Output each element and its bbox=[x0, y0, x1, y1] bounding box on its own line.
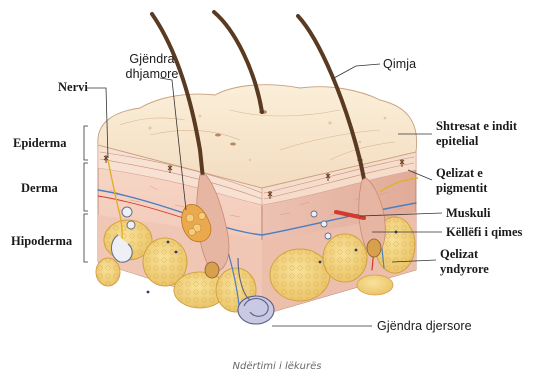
label-hair-follicle: Këllëfi i qimes bbox=[446, 225, 522, 239]
layer-brackets bbox=[84, 126, 88, 262]
figure-caption: Ndërtimi i lëkurës bbox=[0, 361, 554, 372]
label-epithelial-layers: Shtresat e indit epitelial bbox=[436, 119, 546, 149]
label-sebaceous-gland: Gjëndra dhjamore bbox=[122, 52, 182, 82]
label-nerve: Nervi bbox=[58, 80, 88, 94]
label-hair: Qimja bbox=[383, 57, 416, 71]
label-epidermis: Epiderma bbox=[13, 136, 66, 150]
label-muscle: Muskuli bbox=[446, 206, 490, 220]
label-hypodermis: Hipoderma bbox=[11, 234, 72, 248]
label-pigment-cells: Qelizat e pigmentit bbox=[436, 166, 536, 196]
label-fat-cells: Qelizat yndyrore bbox=[440, 247, 530, 277]
label-dermis: Derma bbox=[21, 181, 58, 195]
label-sweat-gland: Gjëndra djersore bbox=[377, 319, 472, 333]
